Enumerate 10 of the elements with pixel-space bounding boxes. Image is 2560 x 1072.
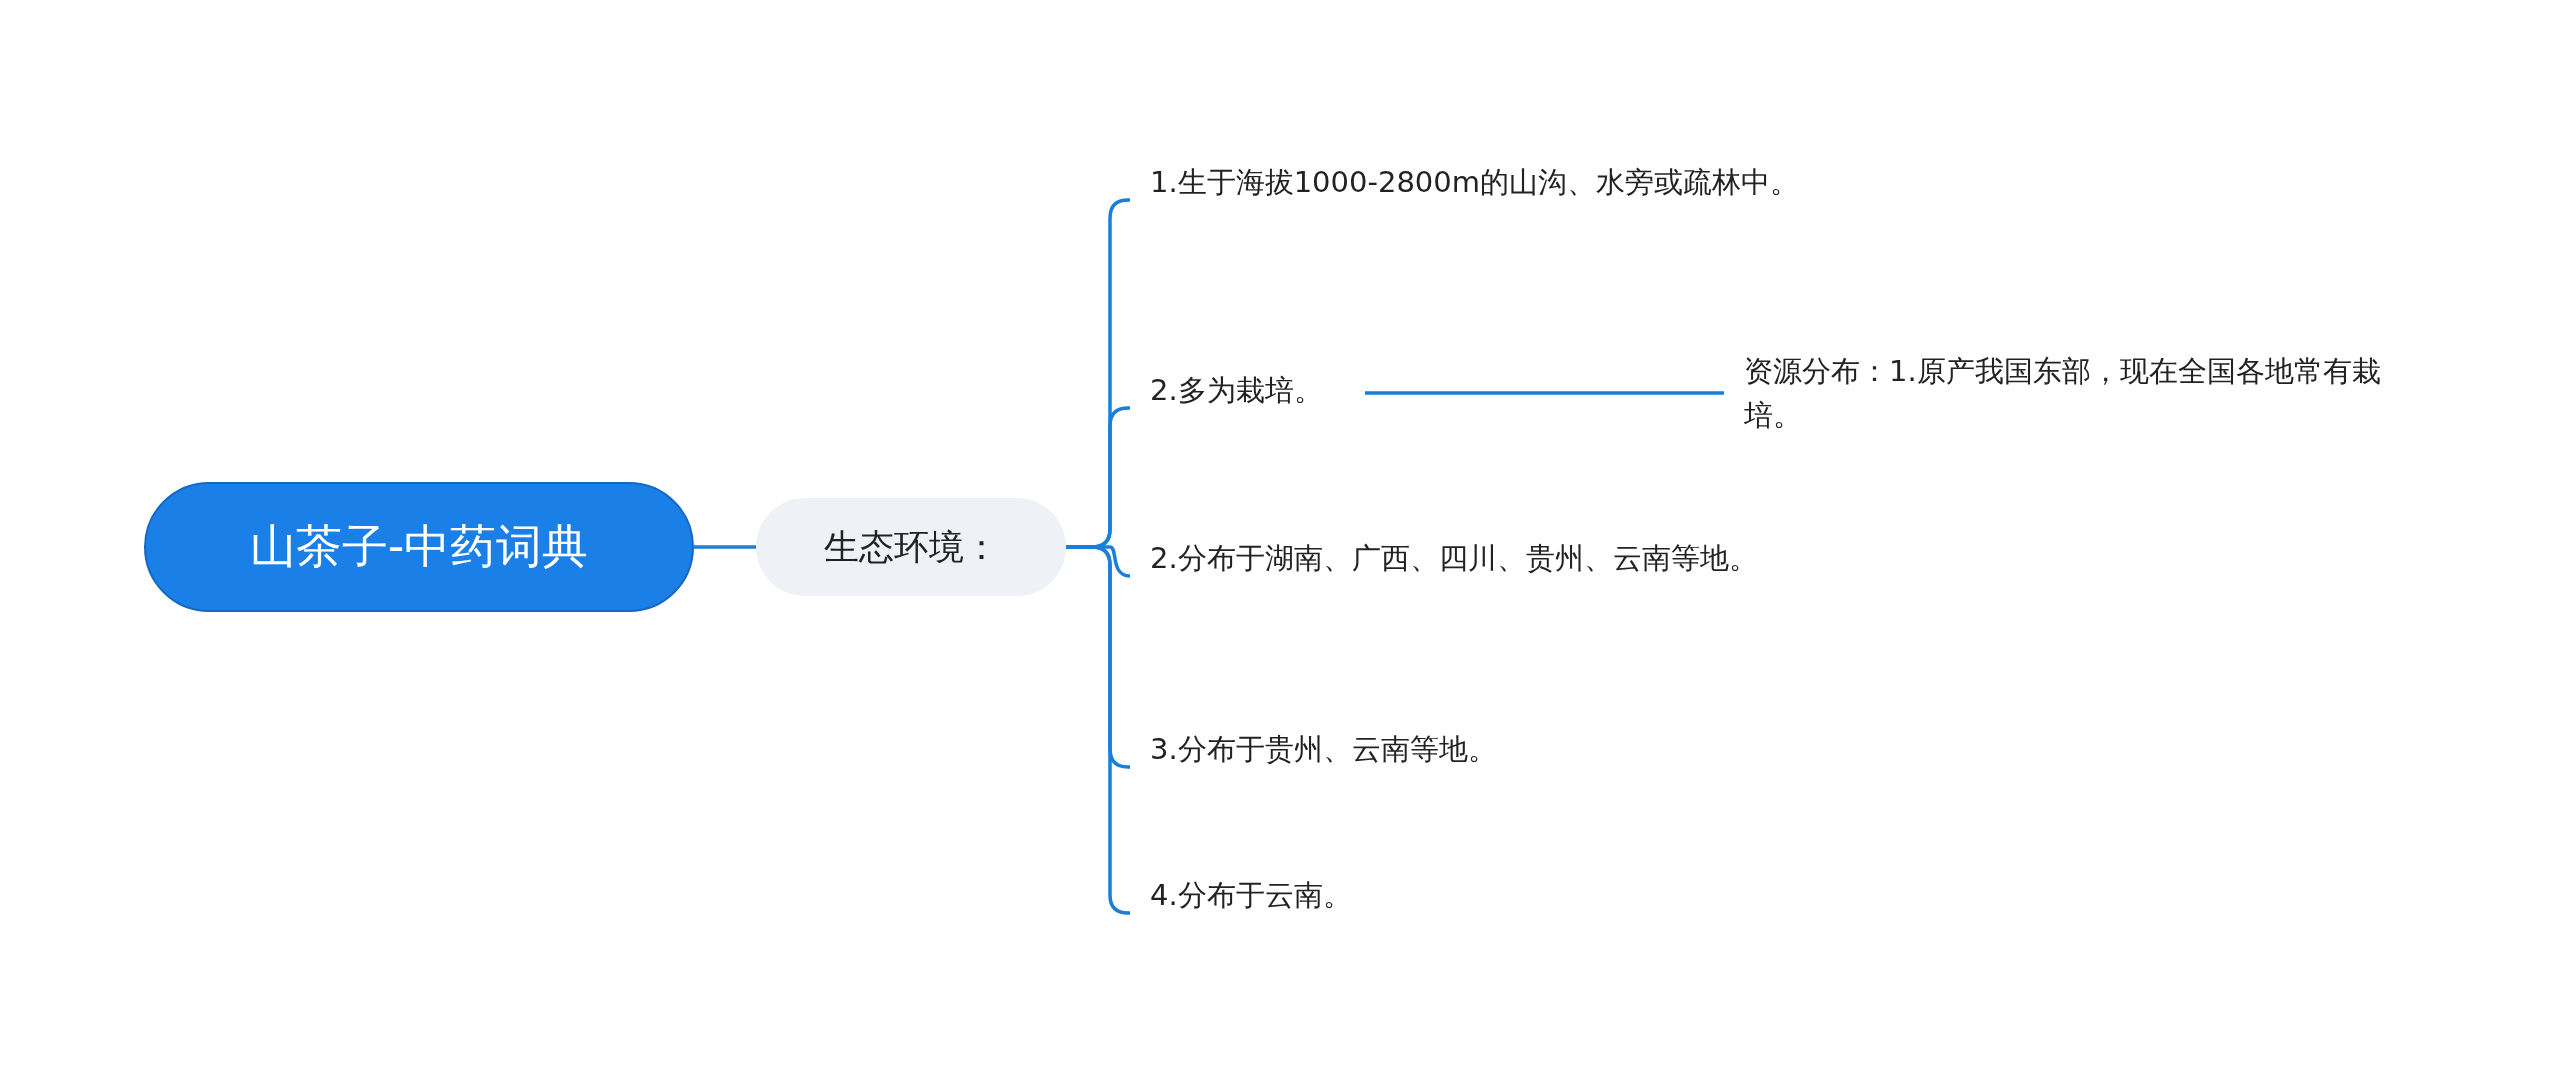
topic-text: 2.分布于湖南、广西、四川、贵州、云南等地。 [1130, 536, 1802, 580]
topic-text: 2.多为栽培。 [1130, 368, 1365, 412]
topic-text: 4.分布于云南。 [1130, 873, 1630, 917]
topic-text: 3.分布于贵州、云南等地。 [1130, 727, 1730, 771]
topic-text: 1.生于海拔1000-2800m的山沟、水旁或疏林中。 [1130, 160, 1802, 204]
topic-text: 资源分布：1.原产我国东部，现在全国各地常有栽培。 [1724, 349, 2404, 437]
connector [1363, 388, 1726, 395]
root-topic: 山茶子-中药词典 [144, 482, 694, 612]
topic-pill: 生态环境： [756, 498, 1066, 596]
connector [694, 545, 756, 549]
